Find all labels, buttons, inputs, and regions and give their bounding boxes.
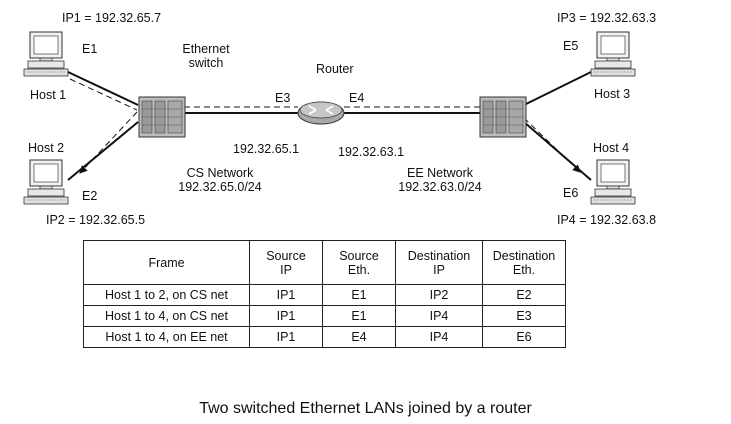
- row3-destination-ip: IP4: [395, 326, 483, 348]
- host1-ip-label: IP1 = 192.32.65.7: [62, 11, 162, 25]
- row2-source-eth: E1: [322, 305, 396, 327]
- router-label: Router: [316, 62, 354, 76]
- row1-destination-ip: IP2: [395, 284, 483, 306]
- ee-network-prefix: 192.32.63.0/24: [398, 180, 482, 194]
- host4-port-label: E6: [563, 186, 579, 200]
- host4-computer-icon: [590, 159, 636, 205]
- router-port-e3: E3: [275, 91, 291, 105]
- host4-name: Host 4: [593, 141, 630, 155]
- cable-host1: [67, 71, 139, 106]
- table-row: Host 1 to 4, on CS net IP1 E1 IP4 E3: [83, 305, 566, 327]
- row3-source-ip: IP1: [249, 326, 323, 348]
- figure-caption: Two switched Ethernet LANs joined by a r…: [199, 400, 532, 417]
- router-icon: [297, 101, 345, 125]
- host3-computer-icon: [590, 31, 636, 77]
- router-ip-ee: 192.32.63.1: [338, 145, 405, 159]
- switch-label-line1: Ethernet: [182, 42, 230, 56]
- host1-name: Host 1: [30, 88, 67, 102]
- cs-network-name: CS Network: [186, 166, 254, 180]
- cs-ethernet-switch-icon: [138, 96, 186, 138]
- row2-destination-ip: IP4: [395, 305, 483, 327]
- cs-network-label: CS Network 192.32.65.0/24: [160, 166, 280, 194]
- ee-network-name: EE Network: [407, 166, 473, 180]
- ee-ethernet-switch-icon: [479, 96, 527, 138]
- router-port-e4: E4: [349, 91, 365, 105]
- cable-host2: [67, 121, 139, 181]
- row1-destination-eth: E2: [482, 284, 566, 306]
- row2-frame: Host 1 to 4, on CS net: [83, 305, 250, 327]
- host3-name: Host 3: [594, 87, 631, 101]
- host2-port-label: E2: [82, 189, 98, 203]
- cable-host4: [523, 121, 592, 181]
- ethernet-switch-label: Ethernet switch: [170, 42, 242, 70]
- row1-source-ip: IP1: [249, 284, 323, 306]
- ee-network-label: EE Network 192.32.63.0/24: [380, 166, 500, 194]
- row2-destination-eth: E3: [482, 305, 566, 327]
- host2-name: Host 2: [28, 141, 65, 155]
- row1-frame: Host 1 to 2, on CS net: [83, 284, 250, 306]
- row3-frame: Host 1 to 4, on EE net: [83, 326, 250, 348]
- host1-port-label: E1: [82, 42, 98, 56]
- diagram-drawing: [23, 31, 636, 205]
- row2-source-ip: IP1: [249, 305, 323, 327]
- router-ip-cs: 192.32.65.1: [233, 142, 300, 156]
- table-row: Host 1 to 2, on CS net IP1 E1 IP2 E2: [83, 284, 566, 306]
- header-frame: Frame: [83, 240, 250, 285]
- table-row: Host 1 to 4, on EE net IP1 E4 IP4 E6: [83, 326, 566, 348]
- row3-destination-eth: E6: [482, 326, 566, 348]
- host1-computer-icon: [23, 31, 69, 77]
- cable-host3: [523, 71, 592, 106]
- host3-ip-label: IP3 = 192.32.63.3: [557, 11, 657, 25]
- host4-ip-label: IP4 = 192.32.63.8: [557, 213, 657, 227]
- switch-label-line2: switch: [188, 56, 224, 70]
- row1-source-eth: E1: [322, 284, 396, 306]
- host2-ip-label: IP2 = 192.32.65.5: [46, 213, 146, 227]
- frame-paths: [69, 78, 581, 174]
- cs-network-prefix: 192.32.65.0/24: [178, 180, 262, 194]
- host2-computer-icon: [23, 159, 69, 205]
- host3-port-label: E5: [563, 39, 579, 53]
- row3-source-eth: E4: [322, 326, 396, 348]
